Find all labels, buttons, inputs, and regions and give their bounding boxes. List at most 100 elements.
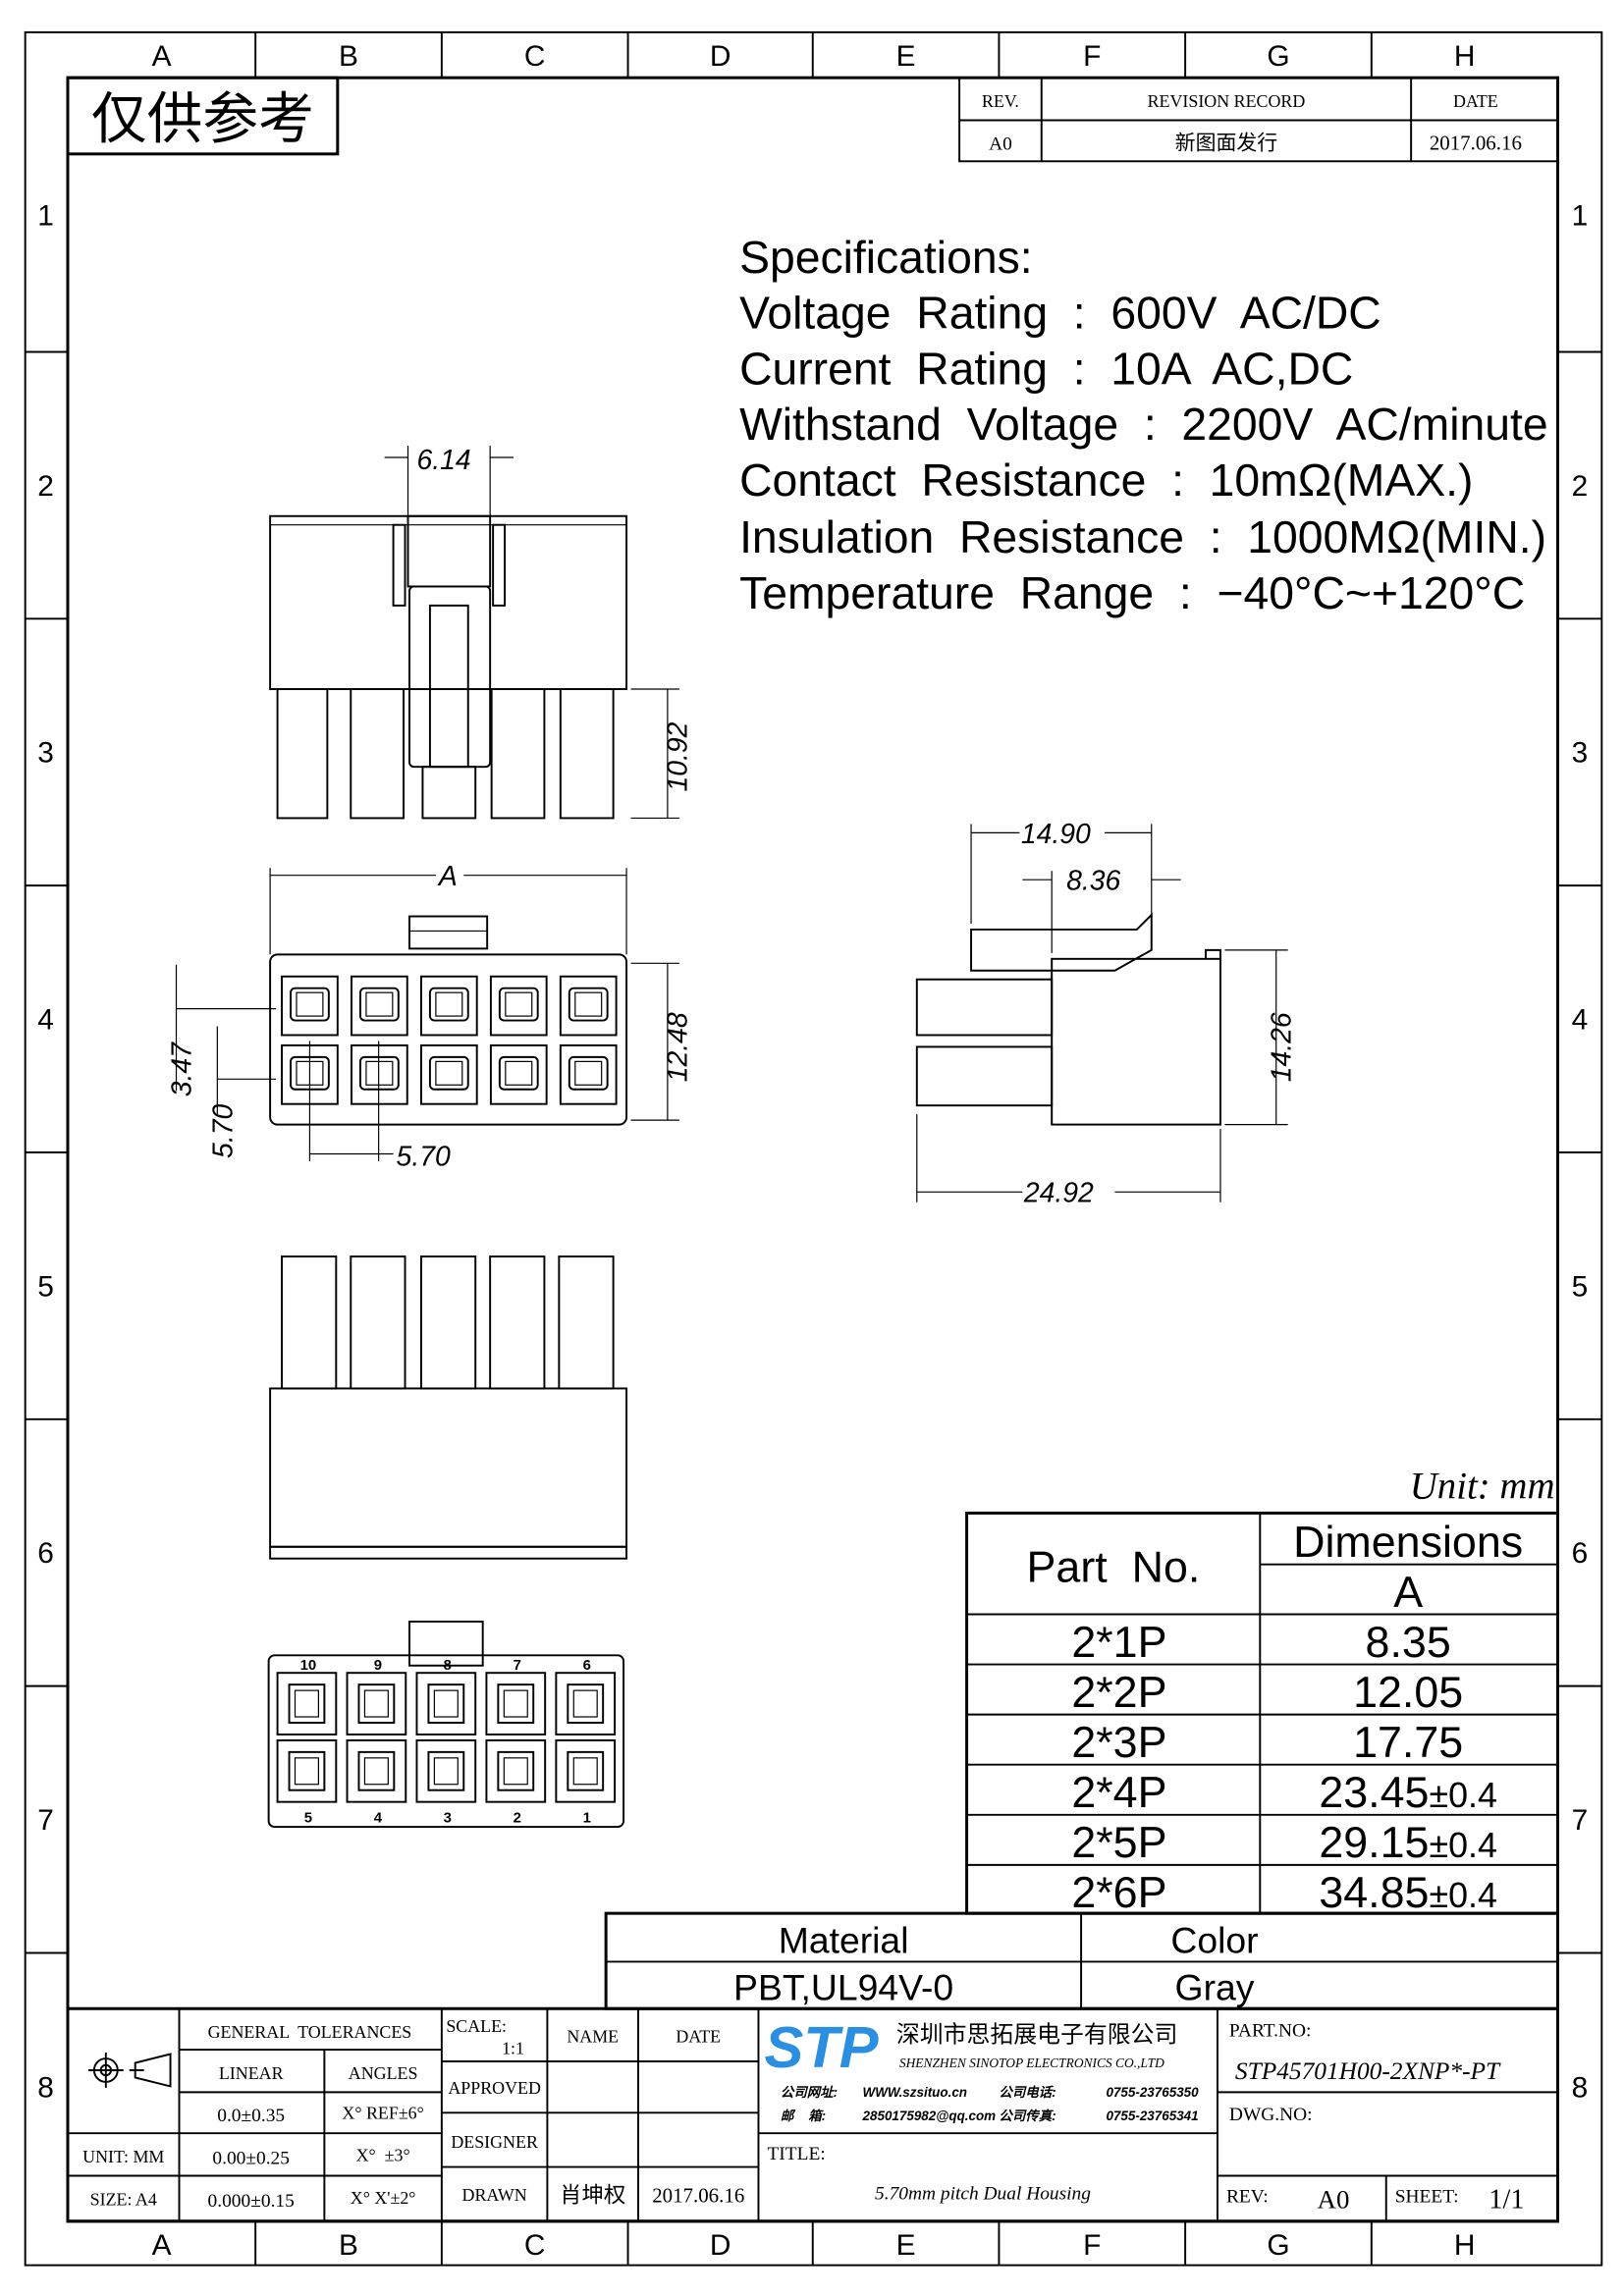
revision-table: REV. REVISION RECORD DATE A0 新图面发行 2017.… [958,77,1559,163]
cavity [415,1738,477,1803]
cavity [489,1043,548,1105]
company-logo: STP [764,2014,878,2080]
column-marker: B [339,40,358,73]
company-name-en: SHENZHEN SINOTOP ELECTRONICS CO.,LTD [899,2056,1164,2070]
svg-text:新图面发行: 新图面发行 [1175,131,1278,154]
part-number-cell: 2*3P [1071,1718,1166,1767]
row-marker: 3 [1572,737,1589,770]
part-number-cell: 2*2P [1071,1668,1166,1717]
svg-text:5.70: 5.70 [397,1141,451,1172]
cavity [555,1672,617,1735]
cavity [281,975,339,1037]
svg-text:DATE: DATE [1453,91,1498,111]
row-marker: 3 [37,737,54,770]
row-marker: 1 [37,199,54,232]
svg-text:X° ±3°: X° ±3° [356,2146,410,2165]
row-marker: 2 [1572,470,1589,503]
dimension-cell: 29.15±0.4 [1319,1818,1497,1867]
svg-text:2850175982@qq.com: 2850175982@qq.com [862,2109,997,2123]
svg-text:24.92: 24.92 [1023,1178,1094,1209]
spec-line: Insulation Resistance : 1000MΩ(MIN.) [739,511,1546,562]
spec-line: Temperature Range : −40°C~+120°C [739,567,1525,618]
column-marker: H [1454,40,1476,73]
svg-text:LINEAR: LINEAR [219,2063,284,2083]
part-number-cell: 2*1P [1071,1618,1166,1667]
svg-text:0755-23765350: 0755-23765350 [1106,2085,1199,2100]
column-marker: C [524,2229,546,2262]
reference-only-stamp: 仅供参考 [66,76,340,156]
row-marker: 8 [1572,2072,1589,2105]
cavity [351,975,408,1037]
svg-text:0755-23765341: 0755-23765341 [1106,2109,1198,2123]
cavity [555,1738,617,1803]
svg-text:X° X'±2°: X° X'±2° [351,2188,416,2208]
column-marker: E [896,40,916,73]
title-block: GENERAL TOLERANCES LINEAR ANGLES 0.0±0.3… [66,2006,1559,2223]
svg-text:PART.NO:: PART.NO: [1229,2021,1312,2042]
row-marker: 4 [37,1004,54,1037]
svg-text:TITLE:: TITLE: [767,2144,825,2164]
column-marker: F [1083,40,1101,73]
pin-number: 2 [514,1810,521,1827]
svg-text:1:1: 1:1 [502,2039,524,2058]
svg-text:公司电话:: 公司电话: [999,2085,1056,2100]
cavity [485,1738,547,1803]
cavity [559,1043,618,1105]
svg-text:5.70: 5.70 [207,1104,239,1158]
part-number-cell: 2*5P [1071,1818,1166,1867]
dimension-cell: 17.75 [1353,1718,1463,1767]
svg-text:公司传真:: 公司传真: [999,2109,1056,2123]
spec-title: Specifications: [739,232,1033,283]
svg-text:肖坤权: 肖坤权 [560,2182,625,2207]
svg-text:REV:: REV: [1226,2186,1269,2207]
pin-number: 7 [514,1657,521,1674]
svg-text:14.26: 14.26 [1267,1012,1298,1082]
svg-text:GENERAL TOLERANCES: GENERAL TOLERANCES [208,2022,412,2042]
pin-number: 10 [300,1657,317,1674]
column-marker: G [1267,40,1289,73]
svg-text:A0: A0 [989,133,1012,154]
cavity [419,1043,478,1105]
svg-text:3.47: 3.47 [166,1041,197,1096]
svg-text:APPROVED: APPROVED [448,2078,541,2098]
svg-text:2017.06.16: 2017.06.16 [652,2183,744,2207]
row-marker: 7 [37,1804,54,1837]
cavity [485,1672,547,1735]
svg-text:PBT,UL94V-0: PBT,UL94V-0 [733,1966,953,2007]
svg-text:Color: Color [1170,1919,1258,1960]
unit-label: Unit: mm [1410,1465,1555,1507]
drawing-title: 5.70mm pitch Dual Housing [875,2183,1091,2204]
svg-text:A: A [1393,1568,1423,1617]
column-marker: E [896,2229,916,2262]
company-name-cn: 深圳市思拓展电子有限公司 [896,2022,1177,2049]
cavity [276,1738,338,1803]
svg-text:REV.: REV. [982,91,1019,111]
svg-text:DWG.NO:: DWG.NO: [1229,2105,1313,2125]
cavity [489,975,548,1037]
pin-number: 6 [583,1657,591,1674]
column-marker: C [524,40,546,73]
cavity [419,975,478,1037]
svg-text:Material: Material [779,1919,909,1960]
part-number-cell: 2*4P [1071,1768,1166,1817]
svg-text:0.000±0.15: 0.000±0.15 [208,2191,295,2212]
row-marker: 8 [37,2072,54,2105]
svg-text:STP: STP [764,2014,878,2080]
column-marker: F [1083,2229,1101,2262]
row-marker: 5 [1572,1270,1589,1303]
svg-text:ANGLES: ANGLES [349,2063,418,2083]
pin-number: 4 [374,1810,383,1827]
svg-text:14.90: 14.90 [1021,819,1091,850]
svg-text:公司网址:: 公司网址: [781,2085,838,2100]
cavity [276,1672,338,1735]
part-number-cell: 2*6P [1071,1868,1166,1917]
svg-text:Dimensions: Dimensions [1293,1518,1523,1567]
row-marker: 5 [37,1270,54,1303]
svg-text:仅供参考: 仅供参考 [91,88,314,150]
svg-text:SHEET:: SHEET: [1395,2186,1459,2207]
column-marker: H [1454,2229,1476,2262]
specifications: Specifications: Voltage Rating : 600V AC… [739,232,1548,618]
